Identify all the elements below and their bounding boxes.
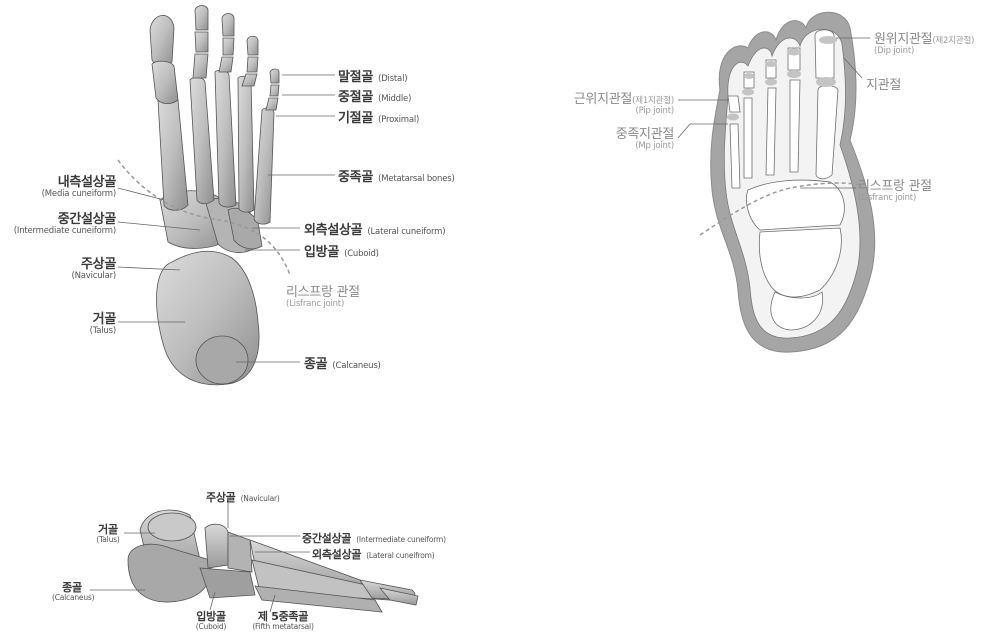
label-en: (Lateral cuneiform) — [367, 227, 445, 237]
label-bottom-cuboid: 입방골 (Cuboid) — [186, 611, 236, 630]
label-ko: 주상골 — [206, 491, 235, 504]
label-en: (Pip joint) — [574, 107, 674, 116]
label-en: (Talus) — [90, 536, 126, 544]
label-bottom-fifth-metatarsal: 제 5중족골 (Fifth metatarsal) — [248, 611, 318, 630]
label-middle-phalanx: 중절골 (Middle) — [338, 88, 411, 105]
label-ko: 기절골 — [338, 111, 373, 126]
label-en: (Metatarsal bones) — [378, 174, 455, 184]
label-en: (Proximal) — [378, 115, 419, 125]
label-ko: 중절골 — [338, 90, 373, 105]
label-ko: 외측설상골 — [304, 223, 362, 238]
label-ko: 입방골 — [186, 611, 236, 623]
label-en: (Calcaneus) — [52, 594, 92, 602]
label-en: (Calcaneus) — [332, 361, 380, 371]
label-mp-joint: 중족지관절 (Mp joint) — [616, 128, 674, 151]
label-bottom-talus: 거골 (Talus) — [90, 524, 126, 543]
label-cuboid: 입방골 (Cuboid) — [304, 243, 379, 260]
label-en: (Fifth metatarsal) — [248, 623, 318, 631]
label-en: (Navicular) — [71, 272, 116, 281]
label-en: (Cuboid) — [186, 623, 236, 631]
label-ko: 거골 — [90, 313, 116, 327]
label-ko: 지관절 — [866, 78, 901, 93]
label-en: (Intermediate cuneiform) — [356, 535, 446, 544]
label-ko: 중족골 — [338, 170, 373, 185]
label-intermediate-cuneiform: 중간설상골 (Intermediate cuneiform) — [14, 213, 116, 236]
label-en: (Navicular) — [241, 494, 280, 503]
label-ko: 종골 — [52, 582, 92, 594]
label-ko: 입방골 — [304, 245, 339, 260]
dorsal-foot-skeleton — [150, 6, 279, 385]
label-ko: 근위지관절 — [574, 92, 632, 107]
label-ko: 외측설상골 — [312, 548, 361, 561]
label-ko: 거골 — [90, 524, 126, 536]
label-ko: 원위지관절 — [874, 32, 932, 47]
label-en: (Mp joint) — [616, 142, 674, 151]
label-ko: 제 5중족골 — [248, 611, 318, 623]
label-en: (Intermediate cuneiform) — [14, 227, 116, 236]
label-bottom-intermediate-cuneiform: 중간설상골 (Intermediate cuneiform) — [302, 529, 446, 546]
label-ko: 종골 — [304, 357, 327, 372]
label-ko: 중족지관절 — [616, 128, 674, 142]
label-ko-sub: (제2지관절) — [932, 36, 974, 46]
label-ko: 중간설상골 — [14, 213, 116, 227]
label-talus: 거골 (Talus) — [90, 313, 116, 336]
label-ko: 리스프랑 관절 — [286, 286, 360, 300]
label-metatarsal: 중족골 (Metatarsal bones) — [338, 168, 455, 185]
label-bottom-calcaneus: 종골 (Calcaneus) — [52, 582, 92, 601]
label-ko: 말절골 — [338, 70, 373, 85]
label-en: (Media cuneiform) — [42, 190, 116, 199]
label-ko: 내측설상골 — [42, 176, 116, 190]
label-navicular: 주상골 (Navicular) — [71, 258, 116, 281]
label-calcaneus: 종골 (Calcaneus) — [304, 355, 381, 372]
label-dip-joint: 원위지관절(제2지관절) (Dip joint) — [874, 30, 974, 56]
label-ko-sub: (제1지관절) — [632, 96, 674, 106]
label-distal-phalanx: 말절골 (Distal) — [338, 68, 407, 85]
label-bottom-navicular: 주상골 (Navicular) — [206, 488, 280, 505]
label-lisfranc-right: 리스프랑 관절 (Lisfranc joint) — [858, 180, 932, 203]
label-ko: 리스프랑 관절 — [858, 180, 932, 194]
label-ko: 중간설상골 — [302, 532, 351, 545]
label-lisfranc-left: 리스프랑 관절 (Lisfranc joint) — [286, 286, 360, 309]
label-en: (Lisfranc joint) — [286, 300, 360, 309]
label-en: (Distal) — [378, 74, 407, 84]
label-medial-cuneiform: 내측설상골 (Media cuneiform) — [42, 176, 116, 199]
label-lateral-cuneiform: 외측설상골 (Lateral cuneiform) — [304, 221, 445, 238]
label-bottom-lateral-cuneiform: 외측설상골 (Lateral cuneifrom) — [312, 545, 435, 562]
label-en: (Middle) — [378, 94, 411, 104]
label-en: (Talus) — [90, 327, 116, 336]
label-en: (Cuboid) — [344, 249, 379, 259]
label-en: (Dip joint) — [874, 47, 974, 56]
label-toe-joint: 지관절 — [866, 76, 901, 93]
label-en: (Lateral cuneifrom) — [366, 551, 434, 560]
label-pip-joint: 근위지관절(제1지관절) (Pip joint) — [574, 90, 674, 116]
label-en: (Lisfranc joint) — [858, 194, 932, 203]
label-proximal-phalanx: 기절골 (Proximal) — [338, 109, 419, 126]
label-ko: 주상골 — [71, 258, 116, 272]
